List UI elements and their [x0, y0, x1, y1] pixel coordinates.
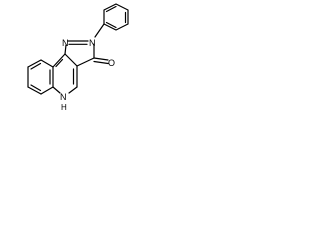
carbonyl-bond	[93, 57, 109, 65]
chemical-structure: N N O N H	[27, 3, 129, 112]
pyridine-ring	[52, 53, 78, 94]
atom-h-label: H	[61, 103, 67, 112]
atom-oxygen-label: O	[108, 58, 115, 68]
structure-canvas: N N O N H	[0, 0, 132, 119]
pyrazolone-ring	[64, 40, 95, 67]
atom-n1-label: N	[62, 38, 69, 48]
benzo-ring	[27, 59, 54, 95]
n-phenyl-bond	[94, 23, 105, 38]
atom-n2-label: N	[89, 38, 96, 48]
phenyl-ring	[103, 3, 129, 31]
atom-n5-label: N	[60, 92, 67, 102]
